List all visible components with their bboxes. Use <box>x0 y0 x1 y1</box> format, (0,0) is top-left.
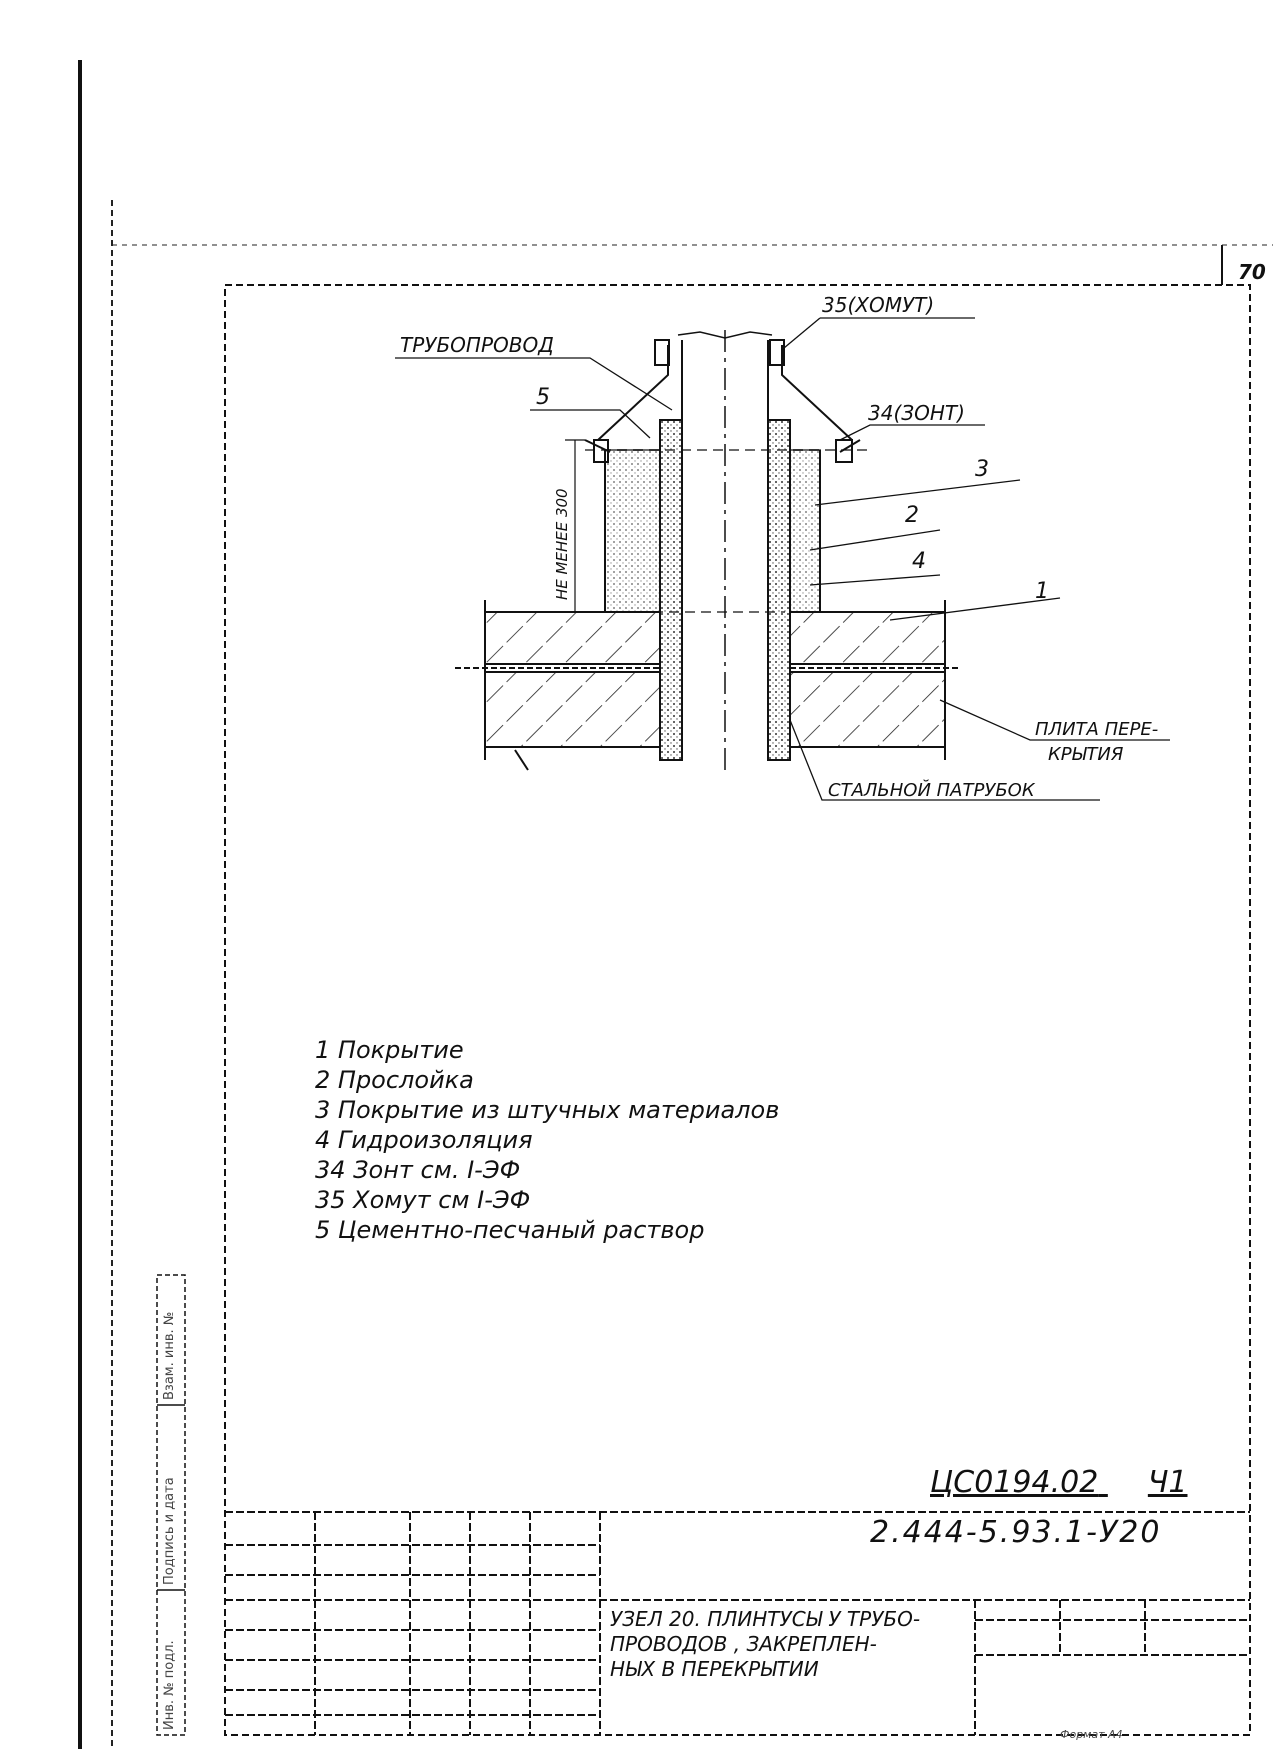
legend-item: 4 Гидроизоляция <box>315 1126 533 1154</box>
label-callout-1: 1 <box>1035 579 1049 604</box>
page-number: 70 <box>1238 260 1266 284</box>
label-clamp: 35(ХОМУТ) <box>822 293 934 317</box>
label-sleeve: СТАЛЬНОЙ ПАТРУБОК <box>828 779 1036 801</box>
title-line: НЫХ В ПЕРЕКРЫТИИ <box>610 1657 819 1681</box>
legend-item: 3 Покрытие из штучных материалов <box>315 1096 780 1124</box>
label-callout-5: 5 <box>536 385 550 410</box>
label-slab-2: КРЫТИЯ <box>1048 744 1124 765</box>
label-pipe: ТРУБОПРОВОД <box>400 333 554 357</box>
label-umbrella: 34(ЗОНТ) <box>868 401 965 425</box>
legend-item: 1 Покрытие <box>315 1036 464 1064</box>
legend-item: 35 Хомут см I-ЭФ <box>315 1186 531 1214</box>
drawing-title: УЗЕЛ 20. ПЛИНТУСЫ У ТРУБО- ПРОВОДОВ , ЗА… <box>610 1607 920 1682</box>
format-label: Формат А4 <box>1060 1728 1123 1741</box>
archive-suffix: Ч1 <box>1147 1465 1188 1500</box>
archive-id: ЦС0194.02 <box>930 1465 1099 1500</box>
document-code: 2.444-5.93.1-У20 <box>870 1515 1162 1550</box>
side-stamp-inv: Инв. № подл. <box>162 1640 177 1730</box>
legend: 1 Покрытие 2 Прослойка 3 Покрытие из шту… <box>315 1035 779 1245</box>
label-min-height: НЕ МЕНЕЕ 300 <box>553 488 571 600</box>
label-callout-3: 3 <box>975 457 989 482</box>
label-callout-2: 2 <box>905 503 919 528</box>
side-stamp-replace: Взам. инв. № <box>162 1311 177 1400</box>
archive-number: ЦС0194.02 Ч1 <box>930 1465 1188 1500</box>
title-line: УЗЕЛ 20. ПЛИНТУСЫ У ТРУБО- <box>610 1607 921 1631</box>
legend-item: 2 Прослойка <box>315 1066 474 1094</box>
title-line: ПРОВОДОВ , ЗАКРЕПЛЕН- <box>610 1632 877 1656</box>
side-stamp-sign: Подпись и дата <box>162 1477 177 1585</box>
label-callout-4: 4 <box>912 549 926 574</box>
pipe-detail <box>395 317 1170 801</box>
legend-item: 34 Зонт см. I-ЭФ <box>315 1156 521 1184</box>
legend-item: 5 Цементно-песчаный раствор <box>315 1216 705 1244</box>
label-slab: ПЛИТА ПЕРЕ- <box>1035 719 1158 740</box>
